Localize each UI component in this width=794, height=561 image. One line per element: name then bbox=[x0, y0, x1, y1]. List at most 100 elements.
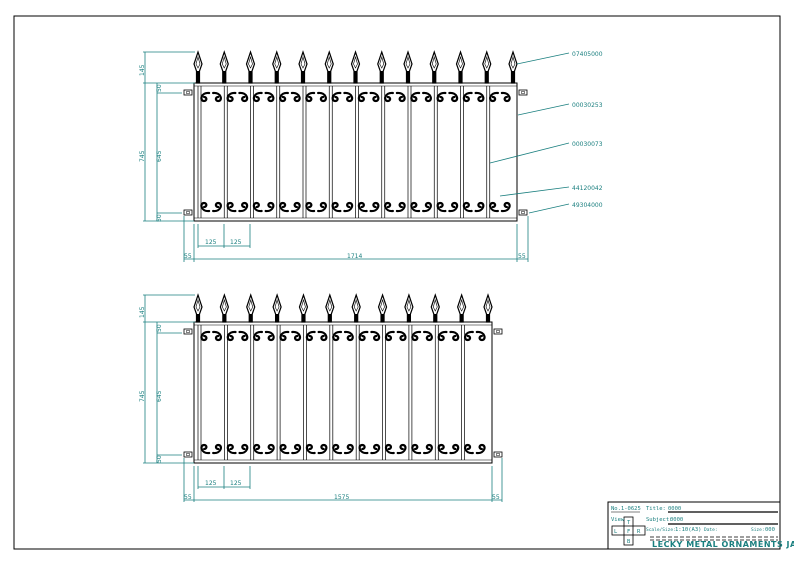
title-value: 0000 bbox=[668, 506, 681, 512]
spike-collar bbox=[354, 71, 357, 83]
bracket-hole bbox=[496, 330, 500, 333]
part-label-frame: 00030253 bbox=[572, 102, 603, 109]
scroll-ornament bbox=[331, 201, 354, 213]
spike-collar bbox=[249, 314, 253, 322]
spike-finial-inner bbox=[431, 55, 437, 69]
dim-pitch: 125 bbox=[230, 480, 242, 487]
spike-collar bbox=[432, 71, 436, 83]
sheet-border bbox=[13, 15, 781, 550]
dim-spike-height: 145 bbox=[139, 306, 146, 318]
drawing-number: No.1-0625 bbox=[611, 506, 641, 512]
scroll-ornament bbox=[226, 330, 249, 342]
view-bottom: B bbox=[627, 539, 631, 545]
scroll-ornament bbox=[279, 330, 302, 342]
wall-bracket bbox=[183, 451, 193, 458]
date-label: Date: bbox=[704, 527, 718, 533]
scroll-ornament bbox=[332, 330, 354, 342]
spike-finial-inner bbox=[248, 55, 253, 69]
spike-collar bbox=[328, 314, 332, 322]
dim-bottom-offset: 50 bbox=[156, 214, 163, 222]
spike-finial-inner bbox=[380, 298, 385, 312]
spike-collar bbox=[301, 314, 305, 322]
view-right: R bbox=[637, 529, 641, 535]
spike-collar bbox=[486, 314, 490, 322]
scroll-ornament bbox=[464, 443, 486, 455]
scroll-ornament bbox=[279, 91, 301, 103]
wall-bracket bbox=[493, 328, 503, 335]
spike-collar bbox=[301, 71, 305, 83]
dim-left-end: 55 bbox=[184, 253, 192, 260]
part-label-bar: 00030073 bbox=[572, 141, 603, 148]
spike-collar bbox=[433, 314, 437, 322]
spike-finial-inner bbox=[326, 55, 332, 69]
view-top: T bbox=[627, 520, 631, 526]
scroll-ornament bbox=[410, 91, 432, 103]
spike-finial-inner bbox=[327, 298, 333, 312]
bracket-hole bbox=[496, 453, 500, 456]
spike-collar bbox=[380, 71, 384, 83]
scale-label: Scale/Size: bbox=[646, 527, 676, 533]
fence-elevation-top bbox=[183, 50, 528, 222]
size-value: 000 bbox=[765, 527, 775, 533]
spike-collar bbox=[406, 71, 410, 83]
bracket-hole bbox=[521, 211, 525, 214]
spike-collar bbox=[196, 71, 200, 83]
scroll-ornament bbox=[252, 91, 275, 103]
scroll-ornament bbox=[358, 330, 381, 342]
scroll-ornament bbox=[384, 330, 407, 342]
wall-bracket bbox=[183, 209, 193, 216]
spike-finial-inner bbox=[379, 55, 385, 69]
spike-collar bbox=[460, 314, 464, 322]
spike-collar bbox=[275, 314, 279, 322]
scroll-ornament bbox=[253, 443, 275, 455]
spike-collar bbox=[381, 314, 385, 322]
scroll-ornament bbox=[411, 330, 433, 342]
bracket-hole bbox=[186, 330, 190, 333]
scroll-ornament bbox=[464, 330, 486, 342]
wall-bracket bbox=[518, 89, 528, 96]
spike-finial-inner bbox=[195, 298, 201, 312]
spike-finial-inner bbox=[221, 55, 227, 69]
scroll-ornament bbox=[331, 91, 354, 103]
spike-collar bbox=[459, 71, 462, 83]
spike-finial-inner bbox=[222, 298, 227, 312]
bracket-hole bbox=[186, 211, 190, 214]
scroll-ornament bbox=[384, 201, 406, 213]
scroll-ornament bbox=[437, 330, 460, 342]
dim-total-height: 745 bbox=[139, 150, 146, 162]
dim-length: 1575 bbox=[334, 494, 349, 501]
scroll-ornament bbox=[305, 330, 328, 342]
scroll-ornament bbox=[384, 91, 406, 103]
title-label: Title: bbox=[646, 506, 666, 512]
spike-finial-inner bbox=[406, 298, 412, 312]
spike-collar bbox=[222, 314, 226, 322]
bracket-hole bbox=[521, 91, 525, 94]
scroll-ornament bbox=[253, 330, 275, 342]
scroll-ornament bbox=[436, 91, 459, 103]
scroll-ornament bbox=[200, 91, 222, 103]
fence-elevation-bottom bbox=[183, 293, 503, 464]
spike-finial-inner bbox=[248, 298, 254, 312]
spike-finial-inner bbox=[510, 55, 516, 69]
scroll-ornament bbox=[384, 443, 407, 455]
spike-collar bbox=[485, 71, 489, 83]
scroll-ornament bbox=[410, 201, 432, 213]
dim-top-offset: 50 bbox=[156, 324, 163, 332]
wall-bracket bbox=[493, 451, 503, 458]
part-leaders bbox=[489, 52, 570, 214]
scroll-ornament bbox=[358, 443, 381, 455]
spike-finial-inner bbox=[485, 298, 491, 312]
spike-finial-inner bbox=[195, 55, 201, 69]
spike-finial-inner bbox=[300, 55, 306, 69]
dim-spike-height: 145 bbox=[139, 64, 146, 76]
spike-finial-inner bbox=[274, 55, 280, 69]
dim-total-height: 745 bbox=[139, 390, 146, 402]
spike-finial-inner bbox=[432, 298, 438, 312]
spike-collar bbox=[222, 71, 226, 83]
dim-pitch: 125 bbox=[230, 239, 242, 246]
part-label-scroll: 44120042 bbox=[572, 185, 603, 192]
subject-value: 0000 bbox=[670, 517, 683, 523]
subject-label: Subject: bbox=[646, 517, 673, 523]
scroll-ornament bbox=[279, 443, 302, 455]
scale-value: 1:10(A3) bbox=[675, 527, 702, 533]
